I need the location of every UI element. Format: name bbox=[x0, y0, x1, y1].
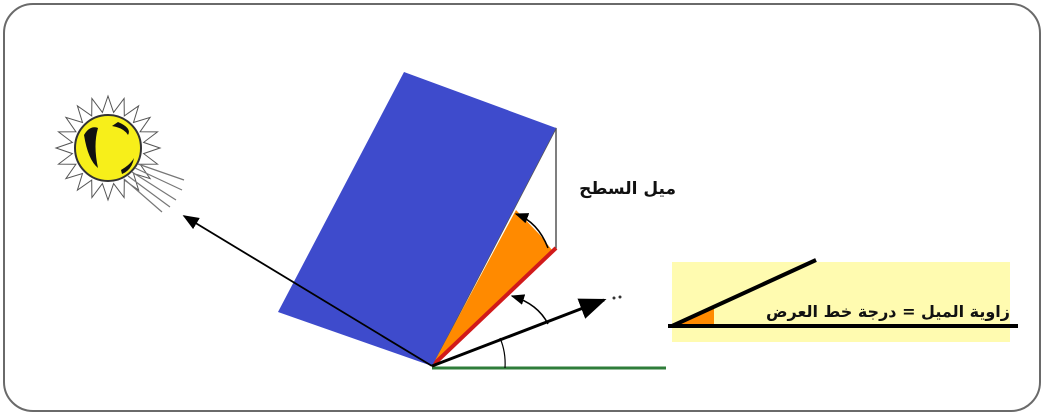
sun-ray-arrow bbox=[182, 215, 433, 367]
incidence-angle-arc bbox=[510, 294, 549, 325]
panel-edge bbox=[430, 246, 558, 368]
normal-arrow bbox=[431, 298, 607, 368]
sun-icon bbox=[54, 94, 185, 213]
surface-tilt-label: ميل السطح bbox=[579, 179, 676, 199]
solar-panel bbox=[278, 72, 556, 366]
tilt-angle-region bbox=[432, 210, 552, 366]
inset-formula-label: زاوية الميل = درجة خط العرض bbox=[766, 302, 1010, 321]
latitude-inset: زاوية الميل = درجة خط العرض bbox=[668, 258, 1018, 342]
tilt-angle-arc bbox=[514, 213, 549, 249]
ground-angle-arc bbox=[499, 337, 506, 369]
